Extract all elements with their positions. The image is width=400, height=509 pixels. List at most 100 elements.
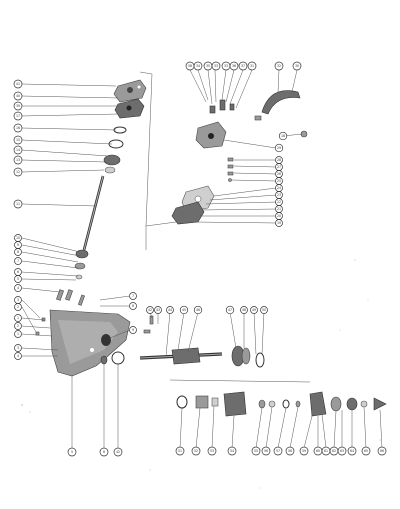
callout-label: 40 bbox=[16, 94, 20, 98]
callout-label: 8 bbox=[17, 250, 19, 254]
callout-label: 32 bbox=[277, 64, 281, 68]
callout: 31 bbox=[247, 61, 257, 71]
callout-label: 6 bbox=[103, 450, 105, 454]
callout-label: 30 bbox=[295, 64, 299, 68]
callout: 51 bbox=[175, 446, 185, 456]
pump-base bbox=[171, 201, 205, 225]
callout-label: 55 bbox=[254, 449, 258, 453]
callout: 6 bbox=[14, 268, 22, 276]
callout-label: 60 bbox=[316, 449, 320, 453]
callout: 58 bbox=[285, 446, 295, 456]
scan-noise bbox=[21, 259, 381, 489]
callout: 8 bbox=[129, 302, 137, 310]
callout-row-top-right: 58 34 35 33 33 36 37 31 32 30 bbox=[185, 61, 302, 71]
callout: 39 bbox=[13, 101, 23, 111]
callout: 48 bbox=[240, 306, 248, 314]
forward-gear bbox=[231, 345, 265, 368]
callout-label: 41 bbox=[16, 82, 20, 86]
callout: 5 bbox=[67, 447, 77, 457]
pinion-gear bbox=[74, 249, 89, 280]
callout: 43 bbox=[154, 306, 162, 314]
callout: 62 bbox=[329, 446, 339, 456]
callout-label: 7 bbox=[132, 294, 134, 298]
small-fasteners bbox=[227, 157, 234, 182]
callout: 50 bbox=[260, 306, 268, 314]
callout: 25 bbox=[275, 177, 283, 185]
callout-label: 39 bbox=[16, 104, 20, 108]
callout-label: 57 bbox=[276, 449, 280, 453]
callout-label: 4 bbox=[17, 354, 19, 358]
callout: 60 bbox=[313, 446, 323, 456]
callout-label: 2 bbox=[17, 305, 19, 309]
callout-label: 58 bbox=[188, 64, 192, 68]
callout-label: 63 bbox=[340, 449, 344, 453]
callout-label: 27 bbox=[277, 165, 281, 169]
callout-label: 42 bbox=[116, 450, 120, 454]
callout-label: 5 bbox=[17, 277, 19, 281]
callout: 55 bbox=[251, 446, 261, 456]
callout: 35 bbox=[203, 61, 213, 71]
callout: 3 bbox=[14, 344, 22, 352]
callout-row-bottom: 51 52 53 54 55 56 57 58 59 60 61 62 63 6… bbox=[175, 446, 387, 456]
group-bracket bbox=[139, 71, 177, 250]
callout: 58 bbox=[185, 61, 195, 71]
callout: 54 bbox=[227, 446, 237, 456]
callout-label: 66 bbox=[380, 449, 384, 453]
callout: 8 bbox=[14, 248, 22, 256]
callout-label: 29 bbox=[277, 146, 281, 150]
callout-label: 37 bbox=[241, 64, 245, 68]
callout: 47 bbox=[225, 305, 235, 315]
callout-label: 14 bbox=[16, 148, 20, 152]
callout-label: 17 bbox=[16, 114, 20, 118]
callout-label: 46 bbox=[196, 308, 200, 312]
shift-pins bbox=[56, 289, 85, 306]
callout-label: 1 bbox=[17, 332, 19, 336]
callout: 17 bbox=[13, 111, 23, 121]
callout-label: 19 bbox=[277, 221, 281, 225]
callout: 56 bbox=[261, 446, 271, 456]
callout: 24 bbox=[275, 184, 283, 192]
callout-label: 13 bbox=[16, 158, 20, 162]
shift-housing bbox=[195, 99, 262, 149]
callout: 52 bbox=[191, 446, 201, 456]
callout-label: 51 bbox=[178, 449, 182, 453]
callout-label: 11 bbox=[16, 202, 20, 206]
shaft-pin bbox=[143, 315, 154, 334]
callout-label: 18 bbox=[281, 134, 285, 138]
callout-label: 43 bbox=[156, 308, 160, 312]
callout-label: 4 bbox=[17, 286, 19, 290]
callout: 21 bbox=[275, 205, 283, 213]
callout-label: 1 bbox=[17, 316, 19, 320]
callout-row-shaft: 42 43 44 45 46 47 48 49 50 bbox=[146, 305, 268, 315]
callout: 42 bbox=[113, 447, 123, 457]
callout: 65 bbox=[361, 446, 371, 456]
callout-label: 6 bbox=[17, 270, 19, 274]
callout: 33 bbox=[221, 61, 231, 71]
callout: 13 bbox=[13, 155, 23, 165]
shift-lever bbox=[261, 90, 308, 138]
callout-label: 54 bbox=[230, 449, 234, 453]
bottom-row-shaft-line bbox=[169, 379, 311, 383]
callout-label: 15 bbox=[16, 138, 20, 142]
callout: 9 bbox=[14, 241, 22, 249]
callout-label: 45 bbox=[182, 308, 186, 312]
callout: 27 bbox=[275, 163, 283, 171]
callout-label: 42 bbox=[148, 308, 152, 312]
callout-label: 62 bbox=[332, 449, 336, 453]
callout-label: 35 bbox=[206, 64, 210, 68]
callout-label: 23 bbox=[277, 193, 281, 197]
callout-label: 33 bbox=[224, 64, 228, 68]
callout: 26 bbox=[275, 170, 283, 178]
callout-label: 21 bbox=[277, 207, 281, 211]
callout-label: 9 bbox=[132, 328, 134, 332]
callout: 66 bbox=[377, 446, 387, 456]
callout: 4 bbox=[14, 352, 22, 360]
callout-label: 20 bbox=[277, 214, 281, 218]
callout-label: 2 bbox=[17, 324, 19, 328]
callout-label: 56 bbox=[264, 449, 268, 453]
callout: 15 bbox=[13, 135, 23, 145]
callout: 3 bbox=[14, 296, 22, 304]
callout-label: 16 bbox=[16, 126, 20, 130]
callout: 2 bbox=[14, 322, 22, 330]
